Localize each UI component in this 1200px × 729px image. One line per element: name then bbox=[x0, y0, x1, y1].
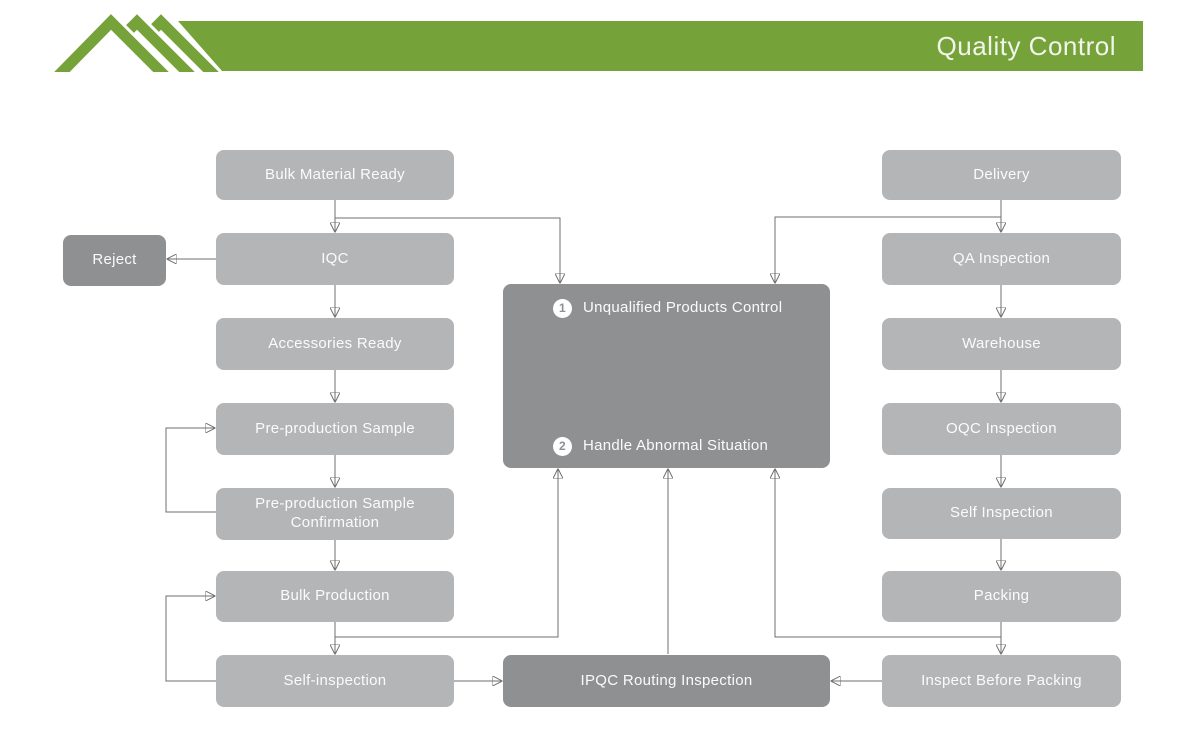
node-label: Packing bbox=[973, 587, 1030, 605]
node-label: Bulk Production bbox=[280, 587, 390, 605]
node-accessories-ready: Accessories Ready bbox=[216, 318, 454, 370]
header-green-bar bbox=[178, 21, 1143, 71]
node-label: Pre-production Sample bbox=[255, 419, 415, 437]
arrow-bulkmaterial-to-control-panel bbox=[335, 217, 560, 282]
node-inspect-before-packing: Inspect Before Packing bbox=[882, 655, 1121, 707]
node-label: OQC Inspection bbox=[946, 419, 1057, 437]
node-qa-inspection: QA Inspection bbox=[882, 233, 1121, 285]
panel-item-label: Unqualified Products Control bbox=[583, 299, 783, 317]
panel-item-label: Handle Abnormal Situation bbox=[583, 437, 769, 455]
node-pre-production-sample: Pre-production Sample bbox=[216, 403, 454, 455]
node-bulk-material-ready: Bulk Material Ready bbox=[216, 150, 454, 200]
node-reject: Reject bbox=[63, 235, 166, 286]
node-label: IPQC Routing Inspection bbox=[580, 671, 753, 689]
node-label: Bulk Material Ready bbox=[265, 165, 405, 183]
node-warehouse: Warehouse bbox=[882, 318, 1121, 370]
circled-number-1-icon: 1 bbox=[553, 299, 572, 318]
node-delivery: Delivery bbox=[882, 150, 1121, 200]
arrow-confirmation-back-to-sample bbox=[165, 428, 216, 513]
panel-item-unqualified-products-control: 1 Unqualified Products Control bbox=[553, 299, 782, 318]
node-self-inspection-qa: Self Inspection bbox=[882, 488, 1121, 539]
node-label: Pre-production Sample Confirmation bbox=[255, 495, 415, 531]
node-label: Warehouse bbox=[962, 334, 1041, 352]
node-oqc-inspection: OQC Inspection bbox=[882, 403, 1121, 455]
page-title: Quality Control bbox=[936, 30, 1116, 61]
node-pre-production-sample-confirmation: Pre-production Sample Confirmation bbox=[216, 488, 454, 540]
node-bulk-production: Bulk Production bbox=[216, 571, 454, 622]
node-label: Accessories Ready bbox=[268, 334, 402, 352]
circled-number-2-icon: 2 bbox=[553, 437, 572, 456]
mountain-peaks-logo bbox=[0, 9, 1143, 92]
node-label: Self Inspection bbox=[950, 504, 1053, 522]
node-label: Inspect Before Packing bbox=[921, 671, 1082, 689]
node-label: Reject bbox=[92, 251, 137, 269]
node-self-inspection: Self-inspection bbox=[216, 655, 454, 707]
node-control-panel: 1 Unqualified Products Control 2 Handle … bbox=[503, 284, 830, 468]
node-label: QA Inspection bbox=[952, 249, 1051, 267]
panel-item-handle-abnormal-situation: 2 Handle Abnormal Situation bbox=[553, 437, 768, 456]
node-label: IQC bbox=[321, 249, 349, 267]
node-iqc: IQC bbox=[216, 233, 454, 285]
node-packing: Packing bbox=[882, 571, 1121, 622]
arrow-packing-to-control-panel bbox=[775, 470, 1001, 638]
node-label: Delivery bbox=[973, 165, 1030, 183]
arrow-bulkproduction-to-control-panel bbox=[335, 470, 558, 638]
node-label: Self-inspection bbox=[283, 671, 387, 689]
arrow-delivery-to-control-panel bbox=[775, 216, 1001, 282]
arrow-selfinspection-back-to-bulkproduction bbox=[165, 596, 216, 682]
node-ipqc-routing-inspection: IPQC Routing Inspection bbox=[503, 655, 830, 707]
